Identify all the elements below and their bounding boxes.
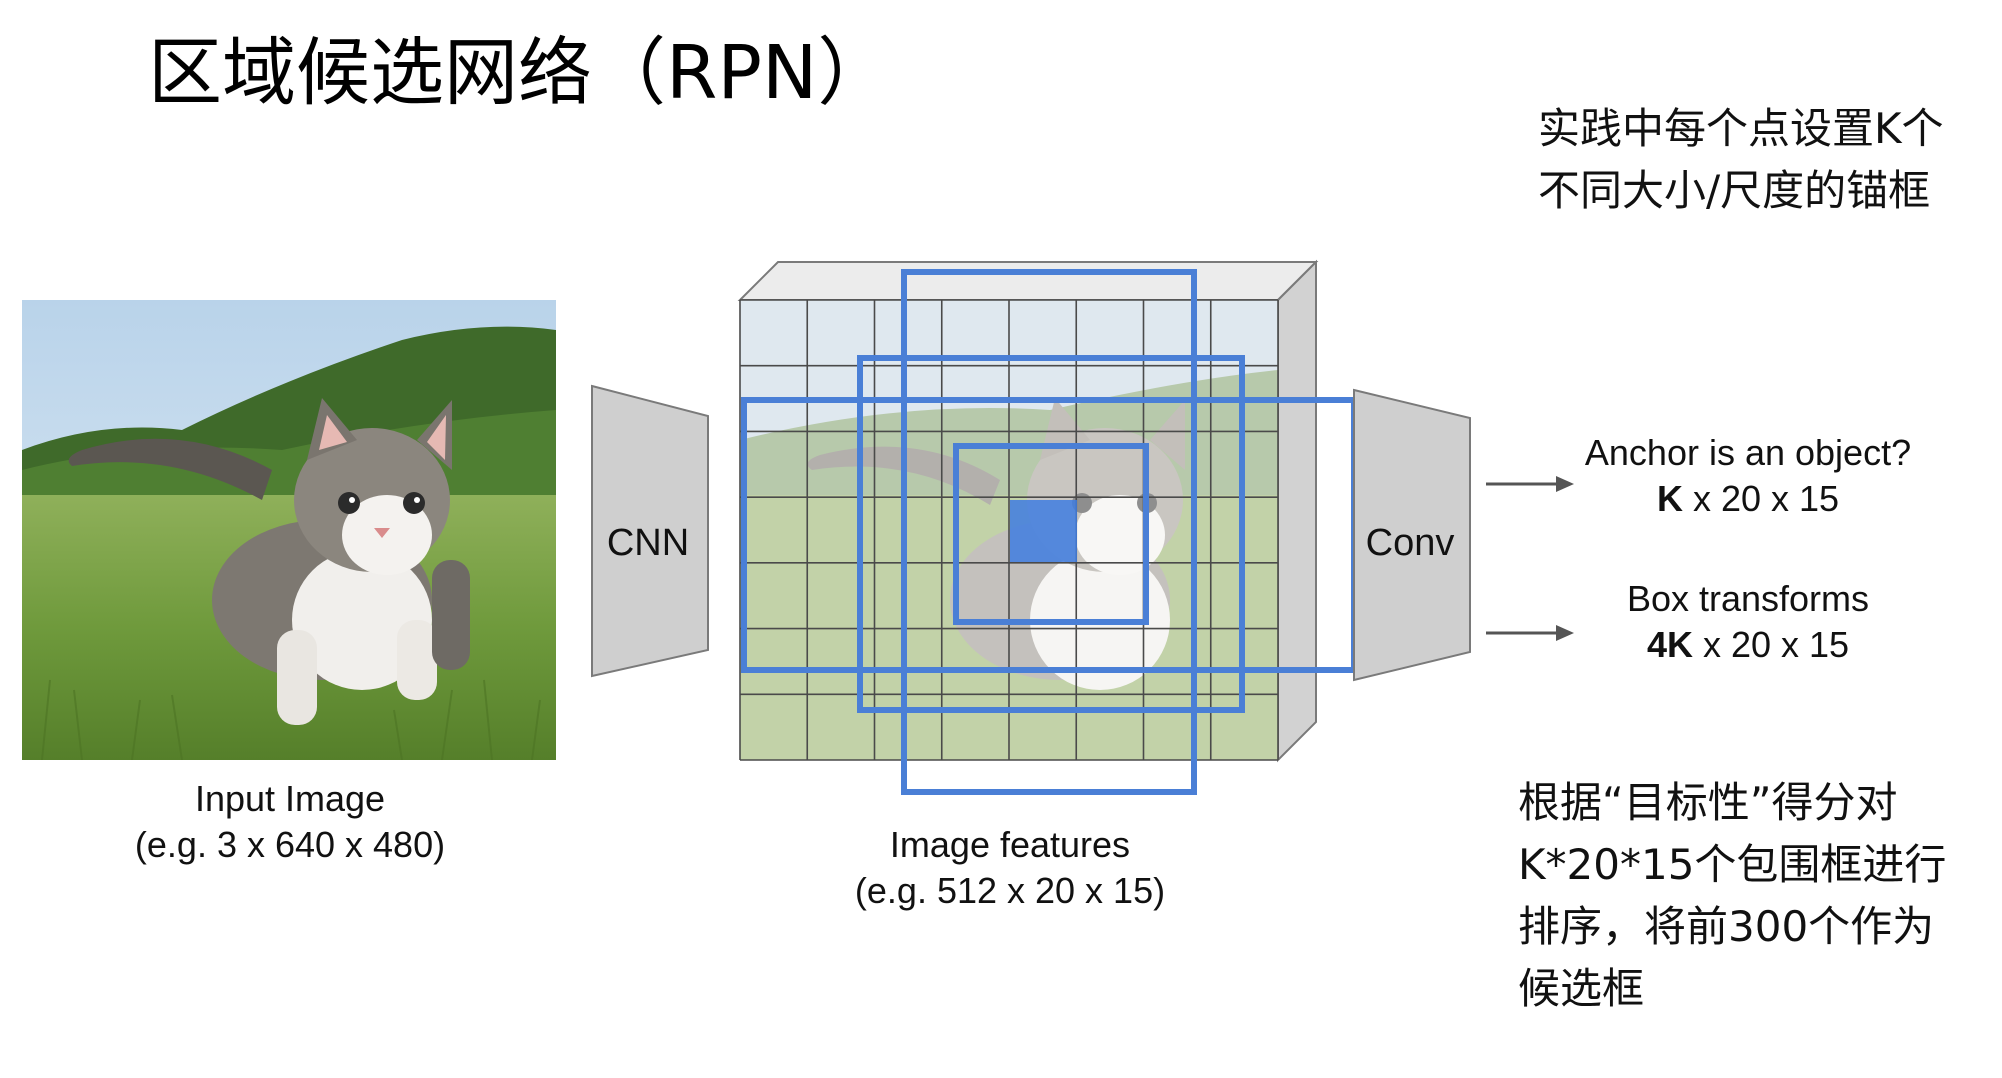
input-caption-line: (e.g. 3 x 640 x 480): [134, 824, 446, 865]
objectness-output: Anchor is an object? K x 20 x 15: [1538, 430, 1958, 522]
center-cell-highlight: [1010, 500, 1077, 562]
ranking-note-line: 候选框: [1518, 964, 1645, 1013]
anchor-box-tall: [901, 269, 1197, 795]
anchor-note: 实践中每个点设置K个 不同大小/尺度的锚框: [1538, 98, 1998, 222]
objectness-k: K: [1656, 478, 1683, 519]
arrow-box-head: [1556, 625, 1574, 641]
arrow-anchor-head: [1556, 476, 1574, 492]
input-image: [22, 300, 556, 760]
ranking-note-line: 根据“目标性”得分对: [1518, 778, 1898, 827]
feature-cube-top: [737, 261, 1319, 301]
box-transform-4k: 4K: [1646, 624, 1693, 665]
feature-cube-side: [1277, 259, 1317, 763]
objectness-dims: x 20 x 15: [1682, 478, 1840, 519]
ranking-note-line: 排序，将前300个作为: [1518, 902, 1935, 951]
box-transform-output: Box transforms 4K x 20 x 15: [1538, 576, 1958, 668]
ranking-note-line: K*20*15个包围框进行: [1518, 840, 1947, 889]
feature-grid: [739, 299, 1279, 761]
feature-caption: Image features (e.g. 512 x 20 x 15): [780, 822, 1240, 914]
slide-title: 区域候选网络（RPN）: [148, 30, 892, 116]
ranking-note: 根据“目标性”得分对 K*20*15个包围框进行 排序，将前300个作为 候选框: [1518, 772, 1988, 1020]
box-transform-shape: 4K x 20 x 15: [1538, 622, 1958, 668]
objectness-shape: K x 20 x 15: [1538, 476, 1958, 522]
feature-caption-line: Image features: [889, 824, 1131, 865]
feature-caption-line: (e.g. 512 x 20 x 15): [854, 870, 1166, 911]
conv-block: [1353, 388, 1471, 682]
anchor-note-line: 实践中每个点设置K个: [1538, 104, 1944, 153]
input-image-caption: Input Image (e.g. 3 x 640 x 480): [60, 776, 520, 868]
objectness-title: Anchor is an object?: [1584, 432, 1912, 473]
conv-label: Conv: [1366, 522, 1455, 564]
cnn-label: CNN: [607, 522, 689, 564]
cnn-block: [591, 384, 709, 678]
anchor-note-line: 不同大小/尺度的锚框: [1538, 166, 1931, 215]
anchor-box-small: [953, 443, 1149, 625]
output-arrows: [1486, 476, 1574, 641]
input-caption-line: Input Image: [194, 778, 386, 819]
box-transform-title: Box transforms: [1626, 578, 1870, 619]
anchor-box-large: [857, 355, 1245, 713]
box-transform-dims: x 20 x 15: [1692, 624, 1850, 665]
